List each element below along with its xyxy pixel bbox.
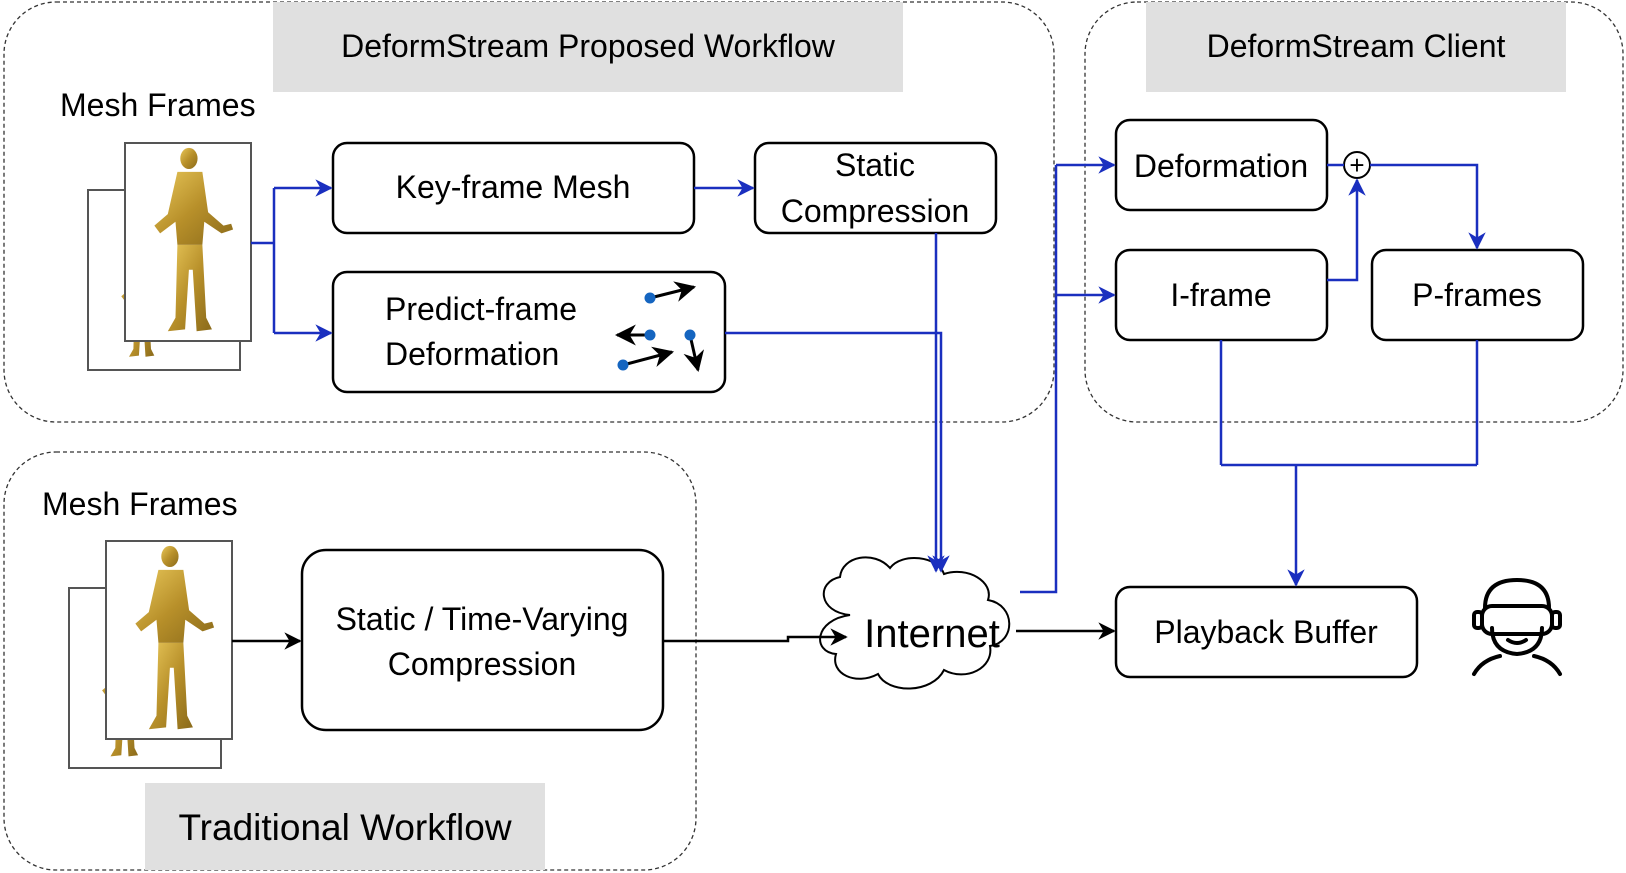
client-title: DeformStream Client: [1207, 28, 1506, 64]
combine-plus-symbol: +: [1349, 150, 1364, 180]
traditional-mesh-stack: [68, 540, 233, 769]
blue-connectors: [251, 156, 1486, 594]
cloud-shape: [819, 556, 1011, 690]
playback-buffer-box: [1114, 585, 1419, 679]
vr-headset-user-icon: [1472, 578, 1562, 676]
iframe-label: I-frame: [1170, 277, 1271, 313]
traditional-compression-line1: Static / Time-Varying: [336, 601, 629, 637]
static-compression-line1: Static: [835, 147, 915, 183]
pframes-label: P-frames: [1412, 277, 1542, 313]
traditional-compression-box: [300, 548, 665, 732]
predict-deformation-line1: Predict-frame: [385, 291, 577, 327]
internet-cloud: Internet: [819, 556, 1011, 690]
keyframe-mesh-label: Key-frame Mesh: [396, 169, 631, 205]
proposed-title: DeformStream Proposed Workflow: [341, 28, 836, 64]
motion-vectors-icon: [614, 281, 705, 373]
traditional-mesh-frames-label: Mesh Frames: [42, 486, 238, 522]
static-compression-line2: Compression: [781, 193, 970, 229]
compression-to-internet: [663, 628, 848, 646]
proposed-mesh-frames-label: Mesh Frames: [60, 87, 256, 123]
static-compression-box: [753, 141, 998, 235]
iframe-to-plus: [1327, 178, 1366, 282]
black-connectors: [232, 622, 1116, 650]
deformation-label: Deformation: [1134, 148, 1308, 184]
internet-label: Internet: [864, 612, 1000, 656]
plus-to-pframes: [1370, 163, 1486, 250]
playback-buffer-label: Playback Buffer: [1154, 614, 1378, 650]
traditional-workflow-group: Mesh Frames Static / Time-Varying Compre…: [3, 451, 697, 871]
proposed-workflow-group: DeformStream Proposed Workflow Mesh Fram…: [3, 1, 1055, 423]
proposed-title-bg: [273, 2, 903, 92]
predict-deformation-box: [331, 270, 727, 394]
traditional-title-bg: [145, 783, 545, 870]
traditional-title: Traditional Workflow: [178, 807, 511, 848]
traditional-compression-line2: Compression: [388, 646, 577, 682]
internet-to-client: [1020, 165, 1058, 594]
predict-to-internet: [725, 331, 950, 573]
client-group: DeformStream Client Deformation + I-fram…: [1084, 1, 1624, 423]
proposed-mesh-stack: [87, 142, 252, 371]
predict-deformation-line2: Deformation: [385, 336, 559, 372]
client-title-bg: [1146, 2, 1566, 92]
